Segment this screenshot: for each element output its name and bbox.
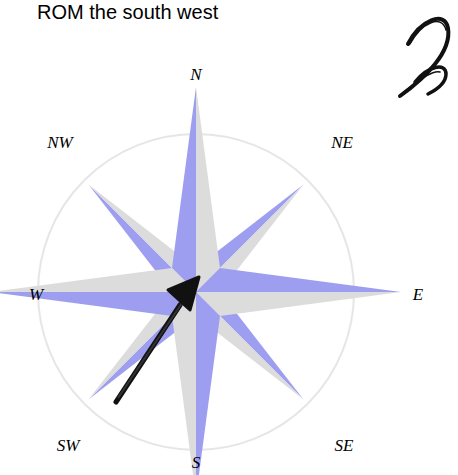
direction-label: N <box>190 66 201 83</box>
direction-label: W <box>29 286 43 303</box>
wind-symbol <box>400 19 448 96</box>
compass-star <box>0 87 401 475</box>
caption-text: ROM the south west <box>37 2 218 22</box>
star-point <box>196 292 401 316</box>
direction-label: SW <box>57 437 80 454</box>
star-point <box>172 292 196 475</box>
direction-label: SE <box>335 437 354 454</box>
star-point <box>196 268 401 292</box>
direction-label: S <box>192 454 201 471</box>
wind-direction-arrow <box>116 277 199 402</box>
star-point <box>196 87 220 292</box>
direction-label: NE <box>331 134 353 151</box>
star-point <box>196 292 220 475</box>
star-point <box>172 87 196 292</box>
direction-label: E <box>413 286 423 303</box>
direction-label: NW <box>47 134 73 151</box>
